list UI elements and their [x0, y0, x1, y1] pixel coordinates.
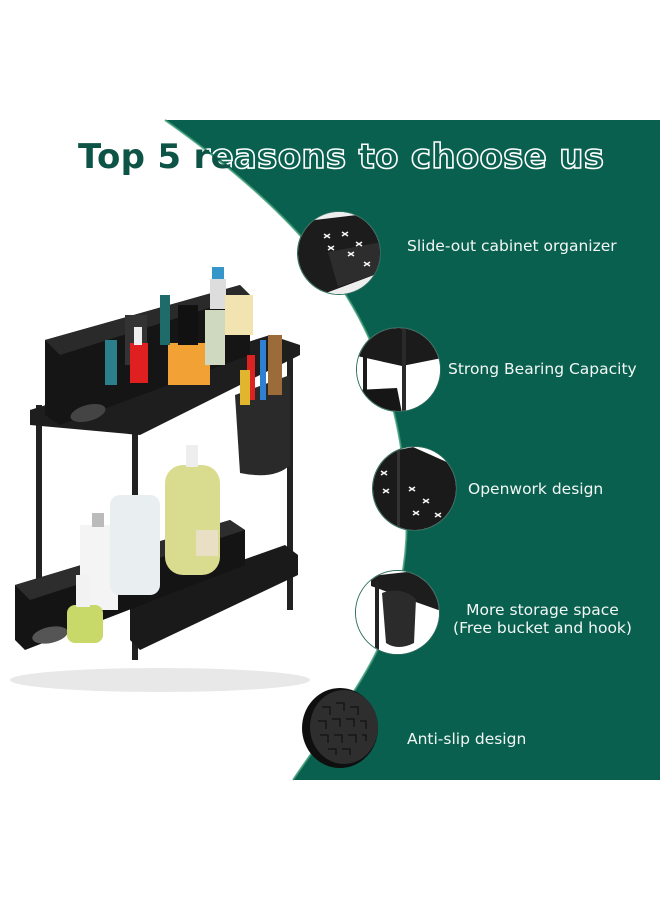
openwork-pattern-closeup-icon — [372, 446, 457, 531]
feature-label-storage-line1: More storage space — [466, 601, 619, 619]
feature-label-storage: More storage space (Free bucket and hook… — [445, 601, 640, 637]
feature-label-openwork: Openwork design — [468, 480, 604, 498]
title-svg: Top 5 reasons to choose us Top 5 reasons… — [78, 136, 605, 178]
feature-label-storage-line2: (Free bucket and hook) — [453, 619, 632, 637]
frame-corner-closeup-icon — [356, 327, 441, 412]
feature-label-anti-slip: Anti-slip design — [407, 730, 527, 748]
product-organizer-image — [10, 267, 310, 692]
feature-label-bearing-capacity: Strong Bearing Capacity — [448, 360, 637, 378]
hanging-cup-closeup-icon — [355, 570, 440, 655]
anti-slip-foot-pad-icon — [300, 685, 382, 769]
feature-label-slide-out: Slide-out cabinet organizer — [407, 237, 617, 255]
perforated-tray-closeup-icon — [297, 211, 381, 295]
svg-text:Top 5 reasons to choose us: Top 5 reasons to choose us — [78, 137, 604, 177]
